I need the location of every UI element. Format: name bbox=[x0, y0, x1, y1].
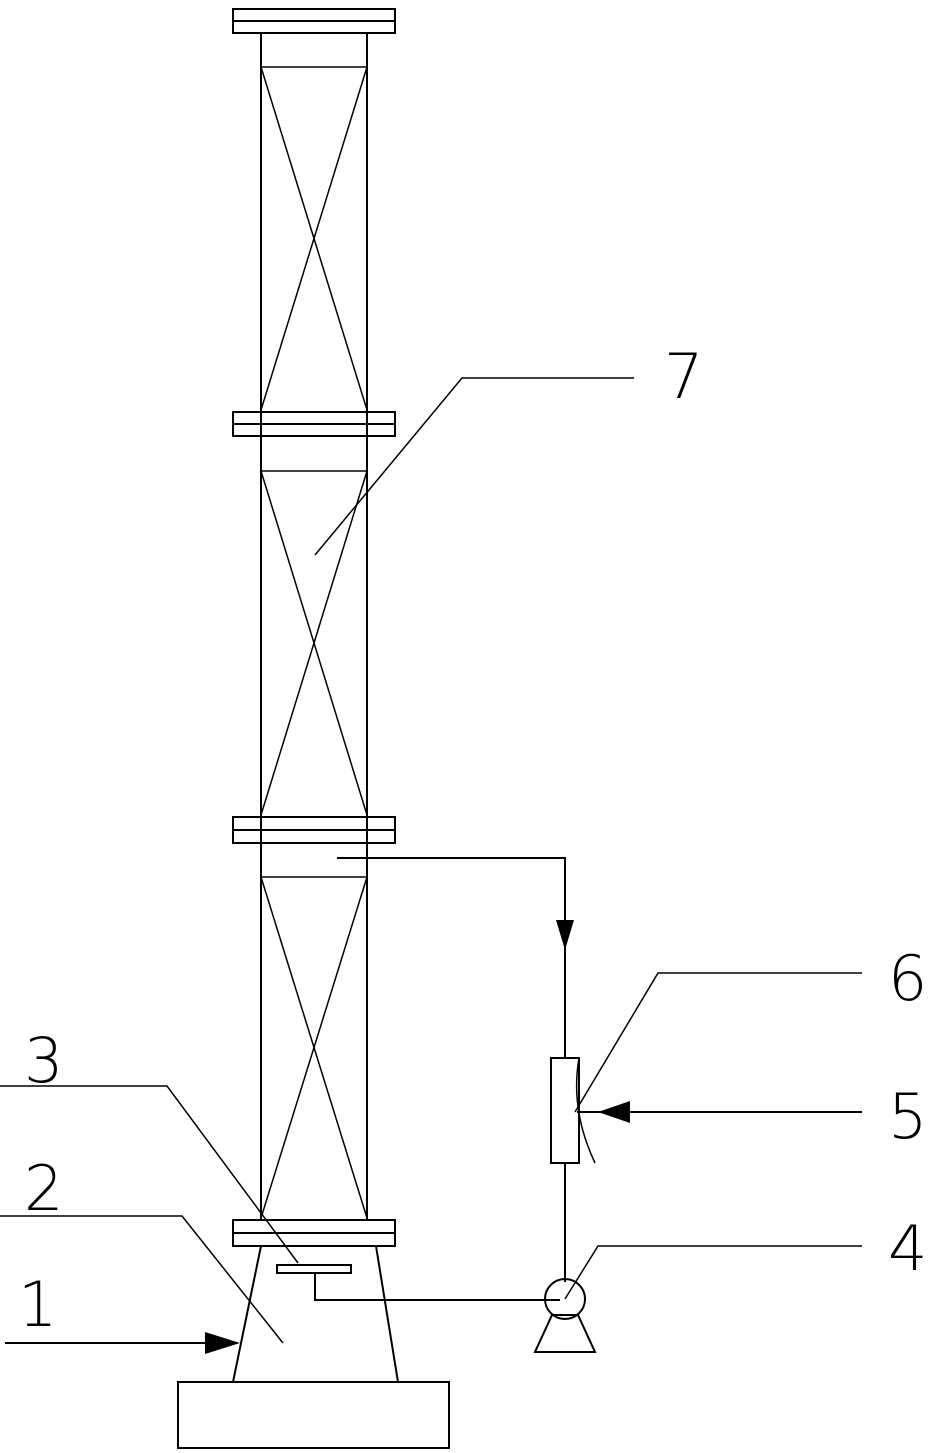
packing-section-top bbox=[260, 66, 368, 411]
label-5: 5 bbox=[888, 1080, 927, 1153]
bottom-tank bbox=[177, 1381, 450, 1449]
label-7: 7 bbox=[664, 340, 703, 413]
label-1: 1 bbox=[18, 1268, 57, 1341]
outlet-pipe bbox=[337, 857, 566, 1058]
flow-arrow-down-icon bbox=[556, 920, 574, 950]
inlet-arrow-icon bbox=[598, 1101, 630, 1123]
feed-arrow-icon bbox=[205, 1332, 240, 1354]
column-body bbox=[260, 34, 368, 1220]
flange-upper-mid bbox=[232, 411, 396, 437]
flange-lower-mid bbox=[232, 816, 396, 844]
label-4: 4 bbox=[888, 1212, 927, 1285]
label-3: 3 bbox=[24, 1024, 63, 1097]
base-cone bbox=[232, 1245, 399, 1383]
packing-section-bottom bbox=[260, 876, 368, 1219]
pump bbox=[533, 1278, 597, 1353]
pump-return-pipe bbox=[314, 1273, 560, 1301]
label-6: 6 bbox=[888, 942, 927, 1015]
ejector bbox=[550, 1057, 596, 1164]
flange-top bbox=[232, 8, 396, 34]
label-2: 2 bbox=[24, 1152, 63, 1225]
distributor-plate bbox=[276, 1264, 352, 1274]
flange-bottom bbox=[232, 1219, 396, 1247]
packing-section-middle bbox=[260, 470, 368, 816]
leader-lines bbox=[0, 377, 862, 1344]
